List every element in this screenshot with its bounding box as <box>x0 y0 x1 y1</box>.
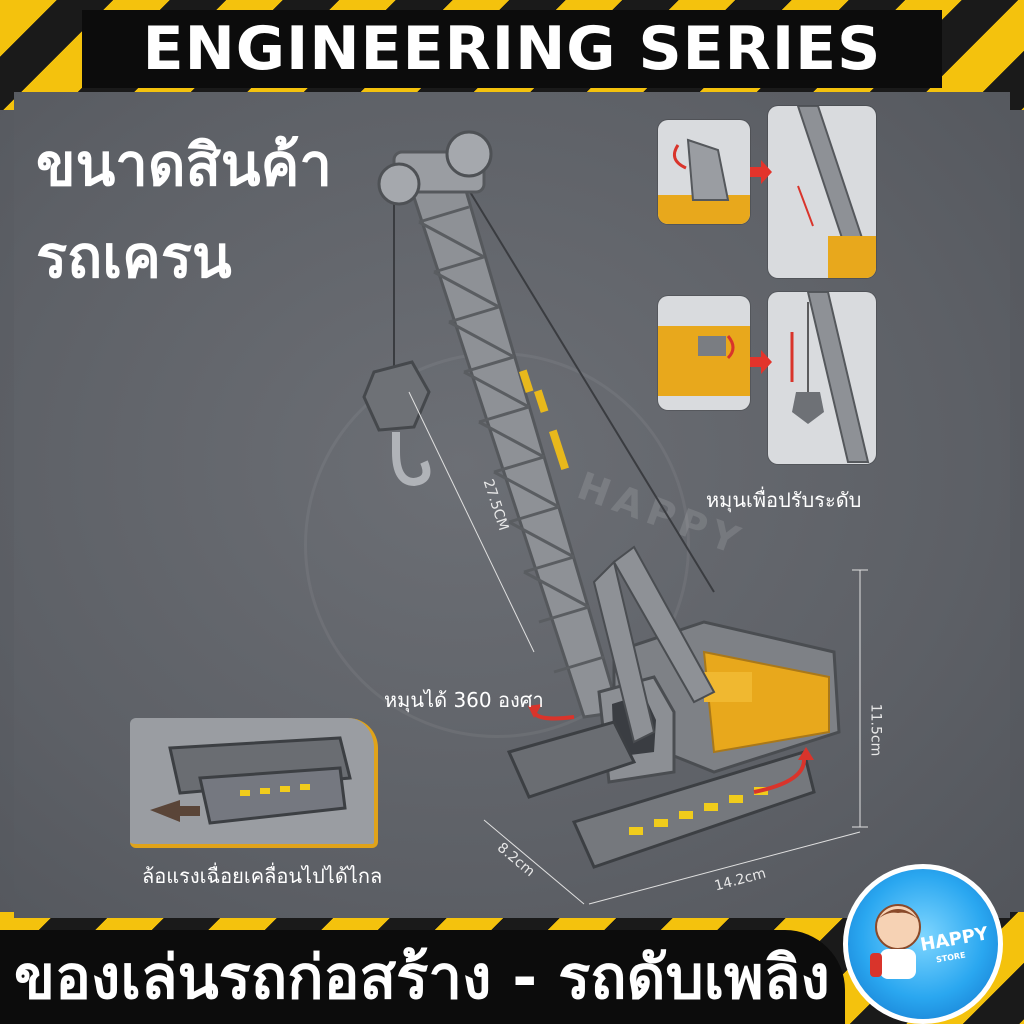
header-title-bar: ENGINEERING SERIES <box>82 10 942 88</box>
heading-product-size: ขนาดสินค้า <box>36 131 332 199</box>
arrow-right-icon <box>750 160 772 184</box>
arrow-right-icon <box>750 350 772 374</box>
thumb-hook-adjust-before <box>658 296 750 410</box>
logo-name: HAPPY <box>918 923 990 956</box>
thumb-hook-adjust-after <box>768 292 876 464</box>
main-panel: HAPPY ขนาดสินค้า รถเครน <box>14 92 1010 918</box>
astronaut-icon <box>870 904 921 979</box>
heading-crane: รถเครน <box>36 223 232 291</box>
header-title: ENGINEERING SERIES <box>142 14 882 84</box>
footer-tagline: ของเล่นรถก่อสร้าง - รถดับเพลิง <box>14 942 830 1013</box>
height-label: 11.5cm <box>867 703 884 757</box>
crane-illustration <box>362 130 868 905</box>
rotate-360-caption: หมุนได้ 360 องศา <box>384 688 544 712</box>
thumb-boom-adjust-after <box>768 106 876 278</box>
track-detail-panel <box>130 718 378 848</box>
adjust-level-caption: หมุนเพื่อปรับระดับ <box>706 488 862 512</box>
footer-tagline-bar: ของเล่นรถก่อสร้าง - รถดับเพลิง <box>0 930 845 1024</box>
inertia-wheel-caption: ล้อแรงเฉื่อยเคลื่อนไปได้ไกล <box>142 864 383 888</box>
happy-store-logo: HAPPY STORE <box>843 864 1003 1024</box>
thumb-boom-adjust-before <box>658 120 750 224</box>
